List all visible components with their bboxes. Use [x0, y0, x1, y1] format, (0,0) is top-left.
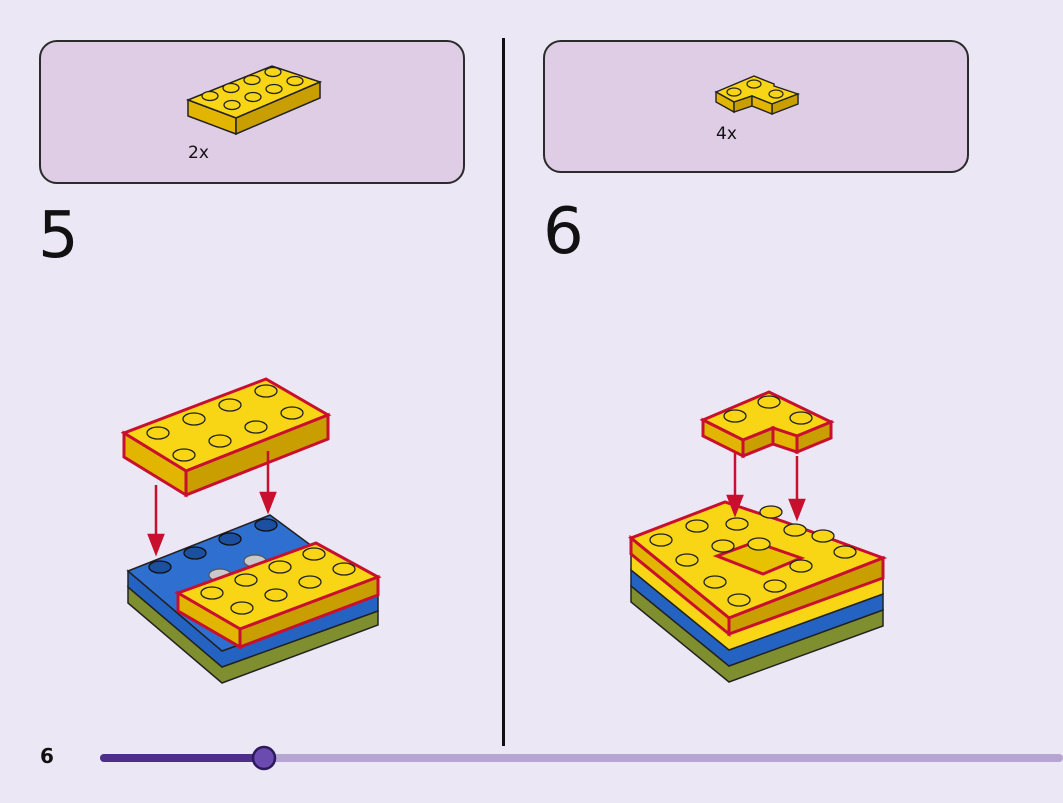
progress-indicator [251, 745, 277, 771]
progress-fill [100, 754, 264, 762]
part-quantity: 4x [716, 124, 737, 144]
progress-track [100, 754, 1063, 762]
page-number: 6 [40, 744, 54, 768]
part-quantity: 2x [188, 143, 209, 163]
column-divider [502, 38, 505, 746]
step-5-assembly-illustration [120, 377, 382, 684]
step-number: 6 [543, 195, 584, 269]
yellow-2x4-plate-icon [185, 65, 323, 136]
progress-bar [100, 745, 1063, 771]
yellow-corner-plate-icon [714, 75, 801, 116]
step-6-assembly-illustration [628, 390, 888, 683]
parts-callout-step-6 [543, 40, 969, 173]
step-number: 5 [38, 199, 79, 273]
